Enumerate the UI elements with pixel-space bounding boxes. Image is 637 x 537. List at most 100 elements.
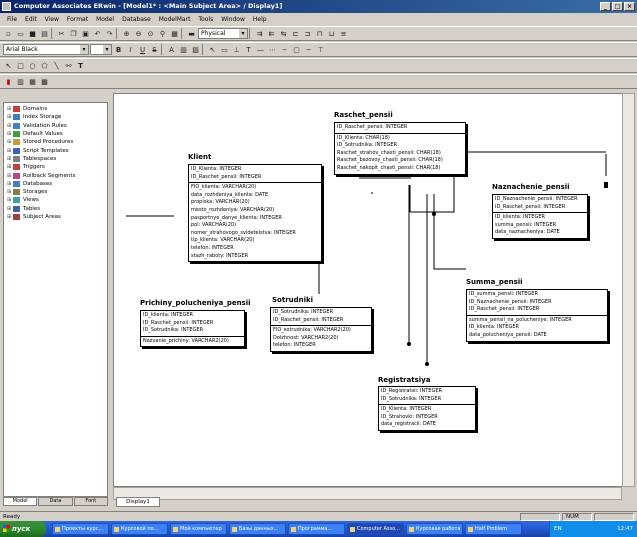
tree-item[interactable]: ⊞Domains — [7, 105, 107, 113]
align-top-icon[interactable]: ⊓ — [316, 29, 323, 38]
expand-icon[interactable]: ⊞ — [7, 214, 12, 220]
expand-icon[interactable]: ⊞ — [7, 180, 12, 187]
key-attribute[interactable]: ID_Raschet_pensii: INTEGER — [191, 173, 262, 180]
many-to-many-icon[interactable]: ⋯ — [269, 45, 276, 54]
expand-icon[interactable]: ⊞ — [7, 131, 12, 138]
attribute[interactable]: Dolzhnost: VARCHAR2(20) — [273, 334, 339, 341]
reverse-engineer-icon[interactable]: ⇇ — [268, 29, 275, 38]
horizontal-scrollbar[interactable] — [113, 487, 622, 500]
attribute[interactable]: summa_pensii: INTEGER — [495, 221, 557, 228]
tree-item[interactable]: ⊞Rollback Segments — [7, 171, 107, 179]
text-block-icon[interactable]: T — [246, 45, 251, 54]
subtype-icon[interactable]: ⊤ — [317, 45, 324, 54]
vertical-scrollbar[interactable] — [622, 93, 635, 487]
open-icon[interactable]: ▭ — [17, 29, 24, 38]
key-attribute[interactable]: ID_Naznachenie_pensii: INTEGER — [469, 298, 552, 305]
close-button[interactable]: × — [624, 2, 635, 11]
italic-icon[interactable]: I — [129, 45, 132, 54]
taskbar-button[interactable]: Курсовая работа — [406, 523, 463, 535]
relationship-line[interactable] — [433, 194, 466, 270]
cut-icon[interactable]: ✂ — [58, 29, 65, 38]
key-attribute[interactable]: ID_Naznachenie_pensii: INTEGER — [495, 196, 578, 202]
select-icon[interactable]: ↖ — [209, 45, 216, 54]
polygon-icon[interactable]: ⬠ — [41, 61, 48, 70]
attribute[interactable]: data_registracii: DATE — [381, 421, 436, 428]
attribute[interactable]: stazh_raboty: INTEGER — [191, 252, 249, 259]
tree-item[interactable]: ⊞Triggers — [7, 163, 107, 171]
menu-database[interactable]: Database — [122, 15, 151, 23]
bold-icon[interactable]: B — [115, 45, 122, 54]
tree-item[interactable]: ⊞Tables — [7, 205, 107, 213]
zoom-in-icon[interactable]: ⊕ — [123, 29, 130, 38]
undo-icon[interactable]: ↶ — [94, 29, 101, 38]
menu-tools[interactable]: Tools — [198, 15, 214, 23]
tree-item[interactable]: ⊞Storages — [7, 188, 107, 196]
font-color-icon[interactable]: A — [169, 45, 174, 54]
grid-icon[interactable]: ▩ — [41, 77, 48, 86]
attribute[interactable]: pol: VARCHAR(20) — [191, 222, 237, 229]
attribute[interactable]: ID_klienta: INTEGER — [495, 214, 545, 221]
attribute[interactable]: ID_klienta: INTEGER — [469, 324, 519, 331]
taskbar-button[interactable]: Проекты курс... — [52, 523, 109, 535]
key-icon[interactable]: ▮ — [6, 77, 11, 86]
key-attribute[interactable]: ID_Registratsii: INTEGER — [381, 388, 442, 394]
new-icon[interactable]: ▫ — [6, 29, 11, 38]
taskbar-button[interactable]: Курсовой по... — [111, 523, 168, 535]
key-attribute[interactable]: ID_Klienta: INTEGER — [191, 166, 242, 172]
report-icon[interactable]: ▦ — [171, 29, 178, 38]
category-icon[interactable]: ⊥ — [233, 45, 240, 54]
attribute[interactable]: data_naznacheniya: DATE — [495, 229, 560, 236]
key-attribute[interactable]: ID_Sotrudnika: INTEGER — [273, 309, 334, 315]
align-bottom-icon[interactable]: ⊔ — [328, 29, 335, 38]
stored-display-icon[interactable]: ▬ — [188, 29, 195, 38]
expand-icon[interactable]: ⊞ — [7, 189, 12, 196]
tab-model[interactable]: Model — [3, 497, 38, 506]
paste-icon[interactable]: ▣ — [82, 29, 89, 38]
attribute[interactable]: ID_Strahovki: INTEGER — [381, 413, 438, 420]
font-select[interactable]: Arial Black — [3, 44, 89, 55]
menu-model[interactable]: Model — [96, 15, 115, 23]
copy-icon[interactable]: ❐ — [70, 29, 77, 38]
tree-item[interactable]: ⊞Index Storage — [7, 113, 107, 121]
attribute[interactable]: telefon: INTEGER — [273, 342, 316, 349]
tree-item[interactable]: ⊞Subject Areas — [7, 213, 107, 221]
print-icon[interactable]: ▤ — [41, 29, 48, 38]
attribute[interactable]: mesto_rozhdeniya: VARCHAR(20) — [191, 206, 275, 213]
tree-item[interactable]: ⊞Tablespaces — [7, 155, 107, 163]
expand-icon[interactable]: ⊞ — [7, 114, 12, 121]
attribute[interactable]: Raschet_nakopit_chasti_pensii: CHAR(18) — [337, 164, 441, 171]
key-attribute[interactable]: ID_Raschet_pensii: INTEGER — [143, 319, 214, 326]
redo-icon[interactable]: ↷ — [106, 29, 113, 38]
attribute[interactable]: data_polucheniya_pensii: DATE — [469, 331, 547, 338]
tree-item[interactable]: ⊞Default Values — [7, 130, 107, 138]
expand-icon[interactable]: ⊞ — [7, 139, 12, 146]
menu-modelmart[interactable]: ModelMart — [158, 15, 191, 23]
expand-icon[interactable]: ⊞ — [7, 122, 12, 129]
tab-display1[interactable]: Display1 — [116, 497, 160, 507]
relationship-line[interactable] — [410, 169, 455, 213]
key-attribute[interactable]: ID_summa_pensii: INTEGER — [469, 291, 538, 297]
expand-icon[interactable]: ⊞ — [7, 172, 12, 179]
link-icon[interactable]: ⚯ — [65, 61, 72, 70]
entity-icon[interactable]: ▭ — [221, 45, 228, 54]
key-attribute[interactable]: ID_Raschet_pensii: INTEGER — [337, 124, 408, 130]
key-attribute[interactable]: ID_Raschet_pensii: INTEGER — [469, 306, 540, 313]
expand-icon[interactable]: ⊞ — [7, 164, 12, 171]
attribute[interactable]: nomer_strahovogo_svidetelstva: INTEGER — [191, 229, 296, 236]
key-attribute[interactable]: ID_Sotrudnika: INTEGER — [143, 327, 204, 334]
attribute[interactable]: Nazvanie_prichiny: VARCHAR2(20) — [143, 337, 229, 344]
view-rel-icon[interactable]: ╌ — [306, 45, 311, 54]
fill-color-icon[interactable]: ▥ — [180, 45, 187, 54]
attribute[interactable]: telefon: INTEGER — [191, 244, 234, 251]
font-size-select[interactable] — [90, 44, 112, 55]
menu-file[interactable]: File — [7, 15, 18, 23]
line-color-icon[interactable]: ▨ — [192, 45, 199, 54]
tree-item[interactable]: ⊞Validation Rules — [7, 122, 107, 130]
table-icon[interactable]: ▥ — [17, 77, 24, 86]
rectangle-icon[interactable]: □ — [17, 61, 24, 70]
